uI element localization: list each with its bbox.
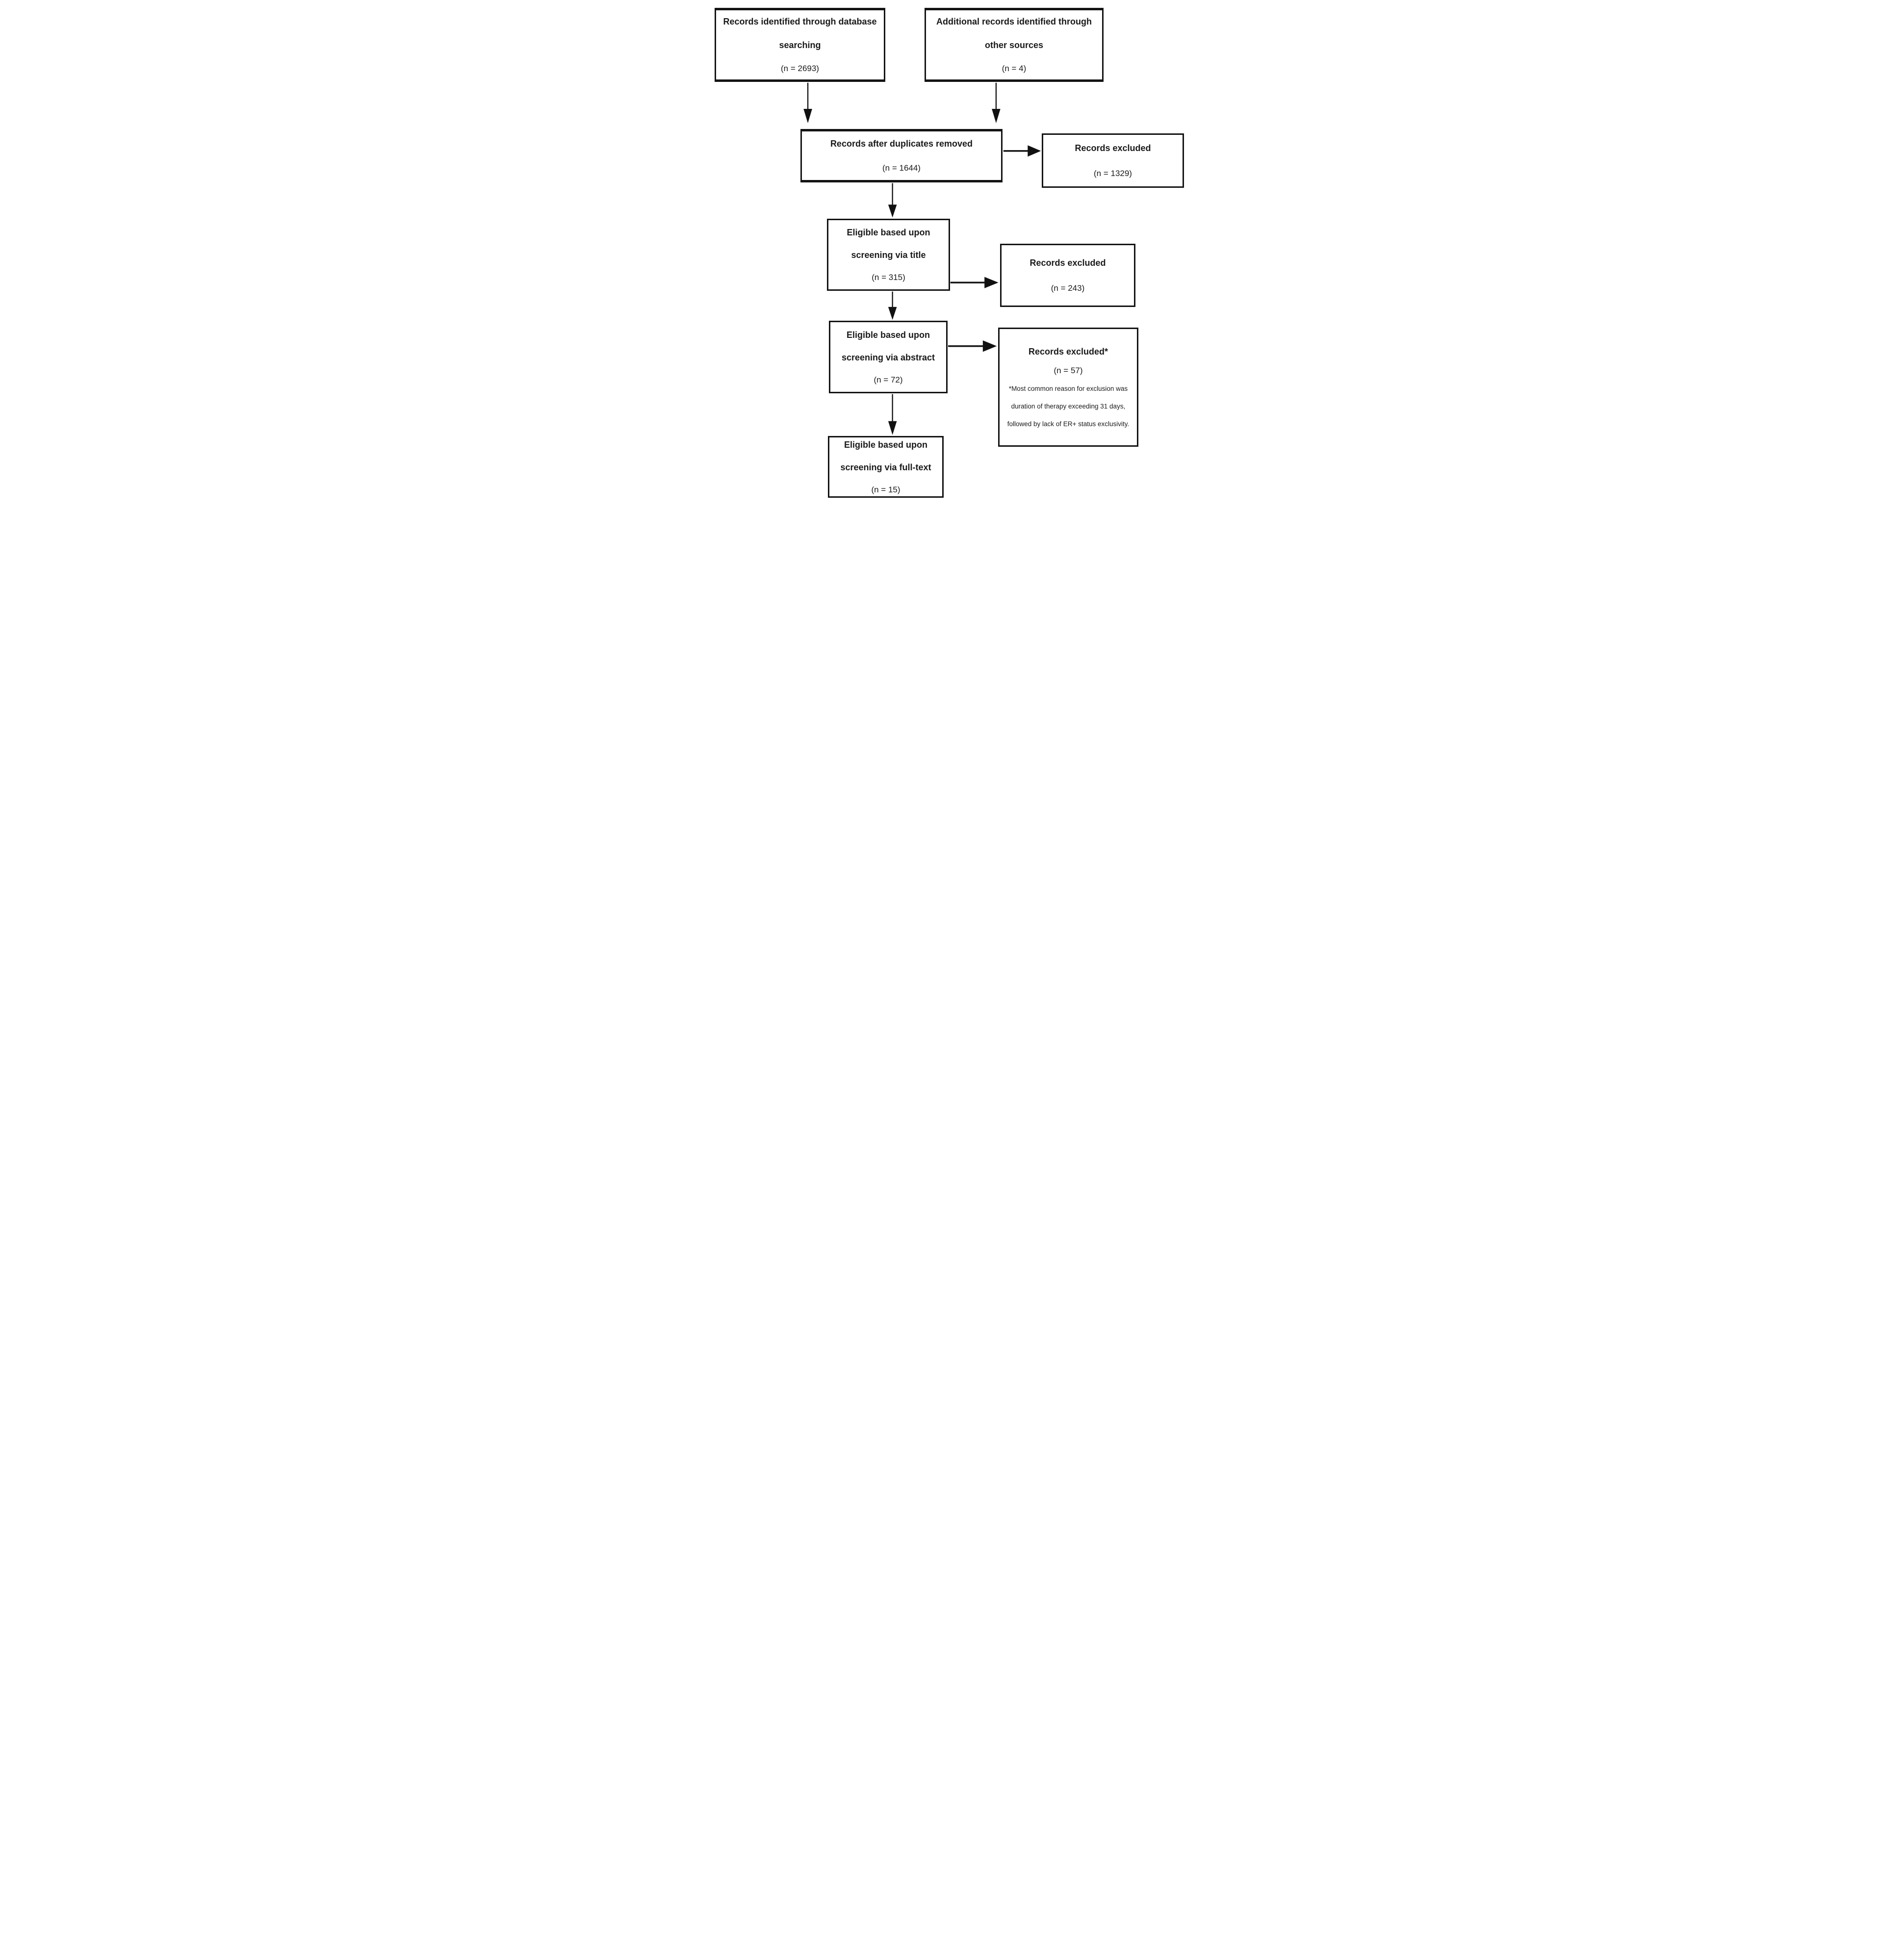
arrow-other-to-duplicates	[992, 82, 1001, 124]
box-text-line: Records after duplicates removed	[830, 139, 973, 149]
box-n-value: (n = 1329)	[1094, 169, 1132, 178]
box-additional-records-other-sources: Additional records identified through ot…	[925, 8, 1104, 82]
arrow-abstract-to-excluded	[948, 340, 997, 352]
box-text-line: searching	[779, 40, 821, 50]
box-text-line: Eligible based upon	[844, 439, 927, 450]
exclusion-footnote-line: followed by lack of ER+ status exclusivi…	[1007, 420, 1130, 428]
arrow-duplicates-to-title	[888, 183, 897, 218]
arrow-title-to-excluded	[950, 277, 999, 288]
arrow-database-to-duplicates	[803, 82, 812, 124]
box-n-value: (n = 2693)	[781, 64, 819, 73]
box-text-line: Records excluded	[1029, 258, 1106, 268]
box-n-value: (n = 1644)	[882, 163, 921, 173]
box-text-line: Records excluded	[1075, 143, 1151, 153]
exclusion-footnote-line: duration of therapy exceeding 31 days,	[1011, 402, 1126, 410]
box-records-after-duplicates-removed: Records after duplicates removed (n = 16…	[800, 129, 1003, 182]
arrow-title-to-abstract	[888, 291, 897, 320]
box-eligible-screening-via-abstract: Eligible based upon screening via abstra…	[829, 321, 948, 393]
box-n-value: (n = 15)	[871, 485, 901, 494]
prisma-flow-diagram: Records identified through database sear…	[707, 0, 1197, 500]
box-n-value: (n = 4)	[1002, 64, 1027, 73]
box-eligible-screening-via-fulltext: Eligible based upon screening via full-t…	[828, 436, 944, 498]
box-records-excluded-1329: Records excluded (n = 1329)	[1042, 133, 1184, 188]
box-n-value: (n = 57)	[1054, 365, 1083, 375]
box-records-identified-database: Records identified through database sear…	[715, 8, 885, 82]
box-text-line: Records identified through database	[723, 17, 877, 26]
box-text-line: Eligible based upon	[846, 330, 930, 340]
box-text-line: screening via full-text	[840, 462, 931, 472]
box-eligible-screening-via-title: Eligible based upon screening via title …	[827, 219, 950, 291]
box-text-line: Additional records identified through	[936, 17, 1092, 26]
box-text-line: screening via title	[851, 250, 926, 260]
box-n-value: (n = 72)	[874, 375, 903, 384]
exclusion-footnote-line: *Most common reason for exclusion was	[1008, 384, 1128, 392]
box-text-line: Eligible based upon	[847, 228, 930, 237]
box-text-line: other sources	[984, 40, 1044, 50]
box-n-value: (n = 243)	[1051, 283, 1085, 293]
box-records-excluded-243: Records excluded (n = 243)	[1000, 244, 1135, 307]
box-text-line: Records excluded*	[1028, 346, 1108, 357]
box-records-excluded-57-with-footnote: Records excluded* (n = 57) *Most common …	[998, 328, 1138, 447]
box-text-line: screening via abstract	[841, 352, 935, 362]
arrow-abstract-to-fulltext	[888, 394, 897, 435]
arrow-duplicates-to-excluded	[1003, 145, 1041, 157]
box-n-value: (n = 315)	[872, 273, 905, 282]
